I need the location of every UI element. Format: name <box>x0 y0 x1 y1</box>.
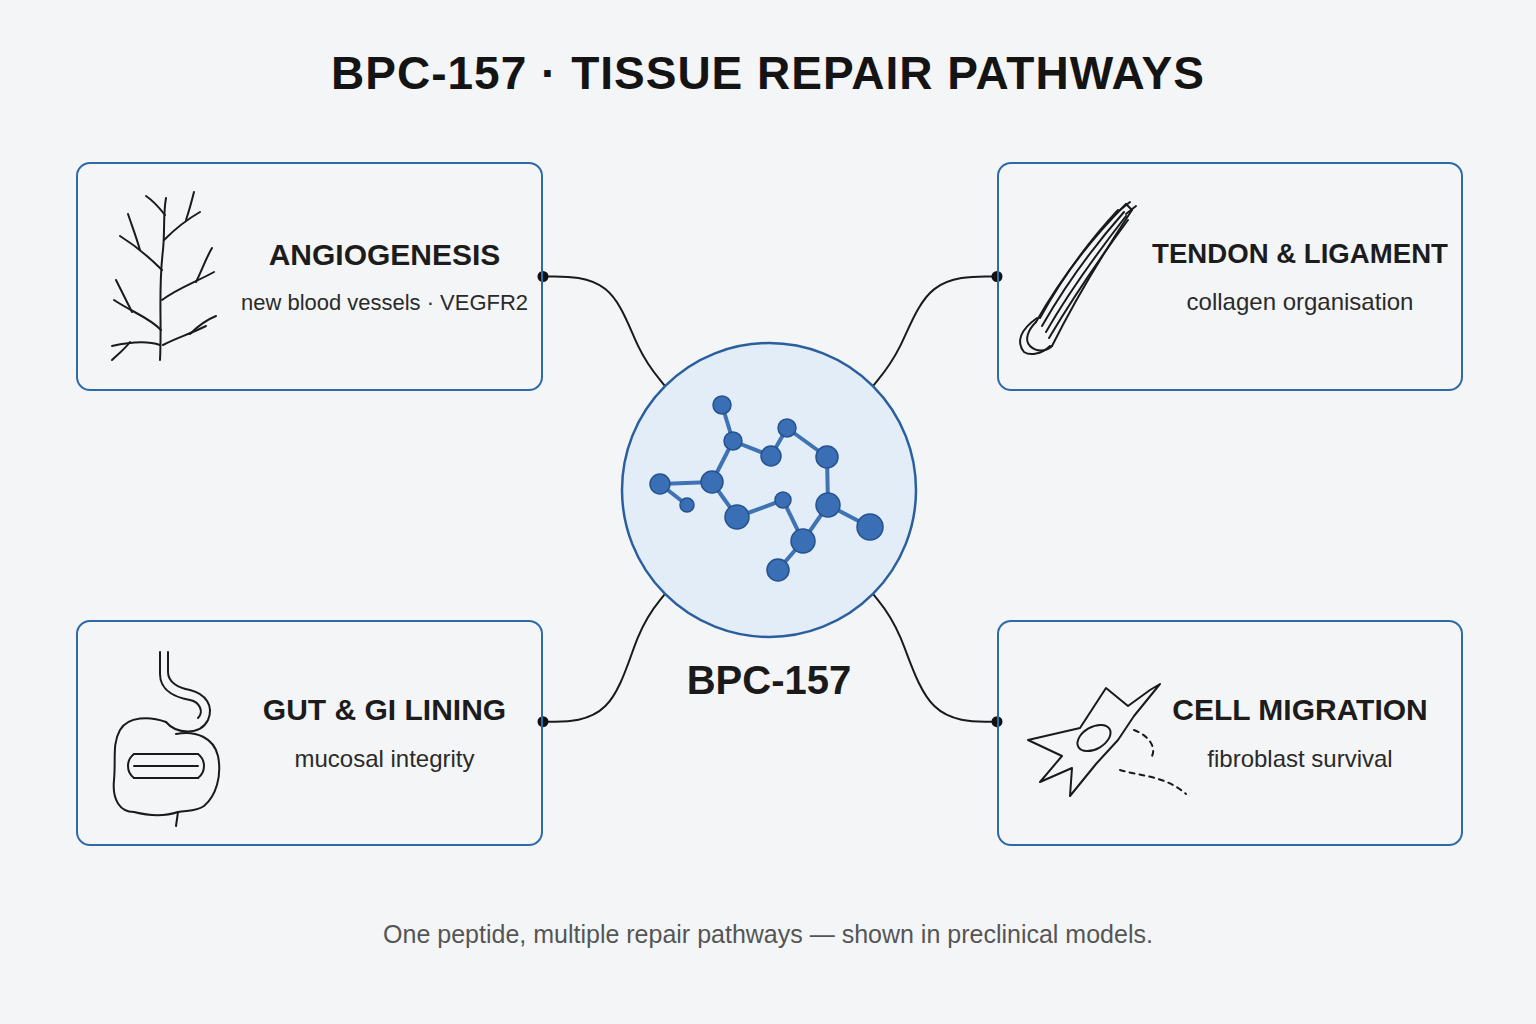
molecule-icon <box>650 396 883 581</box>
circle-shape <box>622 343 916 637</box>
molecule-atom <box>725 505 749 529</box>
connector-dot <box>538 716 549 727</box>
gut-icon <box>114 652 220 826</box>
diagram-caption: One peptide, multiple repair pathways — … <box>0 920 1536 949</box>
connector-dot <box>538 271 549 282</box>
molecule-atom <box>791 529 815 553</box>
pathway-subtitle: mucosal integrity <box>294 745 474 773</box>
molecule-atom <box>713 396 731 414</box>
connector-line <box>543 277 665 387</box>
diagram-title: BPC-157 · TISSUE REPAIR PATHWAYS <box>0 46 1536 100</box>
molecule-atom <box>650 474 670 494</box>
pathway-subtitle: collagen organisation <box>1187 288 1414 316</box>
molecule-atom <box>724 432 742 450</box>
circle-outline <box>619 340 919 640</box>
molecule-atom <box>680 498 694 512</box>
pathway-heading: ANGIOGENESIS <box>269 238 501 272</box>
pathway-subtitle: fibroblast survival <box>1207 745 1392 773</box>
molecule-atom <box>778 419 796 437</box>
pathway-box: CELL MIGRATION fibroblast survival <box>997 620 1463 846</box>
molecule-atom <box>767 559 789 581</box>
vessel-tree-icon <box>112 192 216 360</box>
pathway-heading: CELL MIGRATION <box>1172 693 1428 727</box>
molecule-atom <box>761 446 781 466</box>
molecule-atom <box>701 471 723 493</box>
tendon-muscle-icon <box>1020 202 1136 354</box>
pathway-heading: TENDON & LIGAMENT <box>1152 238 1448 270</box>
pathway-heading: GUT & GI LINING <box>263 693 506 727</box>
connector-line <box>873 594 997 722</box>
molecule-atom <box>816 446 838 468</box>
pathway-subtitle: new blood vessels · VEGFR2 <box>241 290 528 316</box>
connector-line <box>873 277 997 387</box>
molecule-atom <box>857 514 883 540</box>
molecule-atom <box>775 492 791 508</box>
molecule-atom <box>816 493 840 517</box>
pathway-box: ANGIOGENESIS new blood vessels · VEGFR2 <box>76 162 543 391</box>
cell-icon <box>1028 684 1186 796</box>
pathway-box: TENDON & LIGAMENT collagen organisation <box>997 162 1463 391</box>
pathway-box: GUT & GI LINING mucosal integrity <box>76 620 543 846</box>
peptide-circle: BPC-157 <box>619 340 919 720</box>
connector-line <box>543 594 665 722</box>
peptide-label: BPC-157 <box>619 658 919 703</box>
